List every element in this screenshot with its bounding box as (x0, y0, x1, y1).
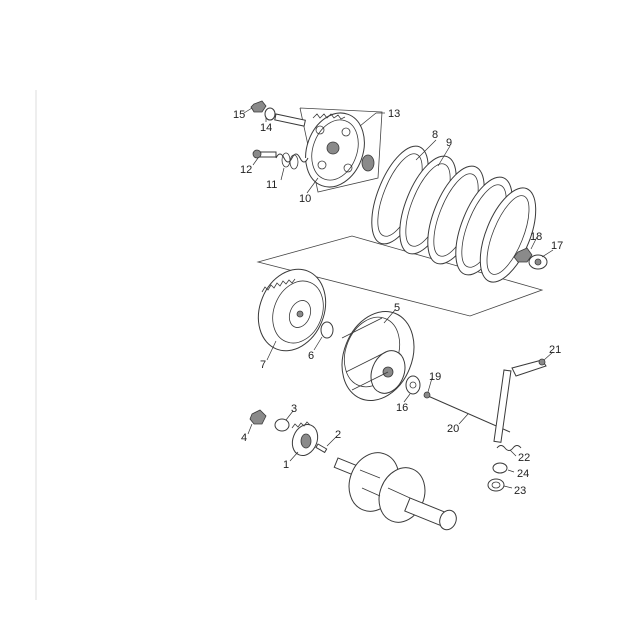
label-3: 3 (291, 403, 297, 415)
label-21: 21 (549, 344, 561, 356)
nut-4 (249, 409, 267, 425)
label-17: 17 (551, 240, 563, 252)
leader-lines (243, 107, 554, 489)
label-16: 16 (396, 402, 408, 414)
label-6: 6 (308, 350, 314, 362)
washer-16 (405, 375, 421, 395)
primary-driven-gear (257, 268, 327, 352)
label-5: 5 (394, 302, 400, 314)
label-13: 13 (388, 108, 400, 120)
label-20: 20 (447, 423, 459, 435)
bolt-12 (252, 149, 277, 159)
label-24: 24 (517, 468, 529, 480)
washer-3 (274, 418, 290, 432)
clutch-basket (341, 310, 415, 402)
label-14: 14 (260, 122, 272, 134)
release-lever (493, 358, 547, 443)
crankshaft (333, 452, 457, 531)
release-bearing (361, 154, 375, 172)
label-19: 19 (429, 371, 441, 383)
label-11: 11 (266, 179, 277, 191)
nut-18 (513, 247, 533, 263)
key-2 (315, 443, 328, 454)
middle-frame (256, 235, 544, 317)
part-labels: 13 8 9 10 11 12 14 15 18 17 5 6 7 19 16 … (233, 108, 563, 497)
seal-23 (487, 478, 505, 492)
label-2: 2 (335, 429, 341, 441)
label-9: 9 (446, 137, 452, 149)
label-10: 10 (299, 193, 311, 205)
drive-gear-1 (291, 421, 319, 457)
label-8: 8 (432, 129, 438, 141)
label-1: 1 (283, 459, 289, 471)
label-15: 15 (233, 109, 245, 121)
label-12: 12 (240, 164, 252, 176)
spring-11 (275, 152, 309, 170)
label-22: 22 (518, 452, 530, 464)
clutch-plates-8-9 (371, 145, 537, 283)
nut-15 (250, 100, 267, 113)
spring-22 (496, 445, 522, 451)
washer-24 (492, 462, 508, 474)
label-4: 4 (241, 432, 247, 444)
pressure-plate (305, 112, 365, 188)
label-7: 7 (260, 359, 266, 371)
bolt-14 (264, 107, 306, 127)
ring-6 (320, 321, 334, 339)
label-23: 23 (514, 485, 526, 497)
label-18: 18 (530, 231, 542, 243)
